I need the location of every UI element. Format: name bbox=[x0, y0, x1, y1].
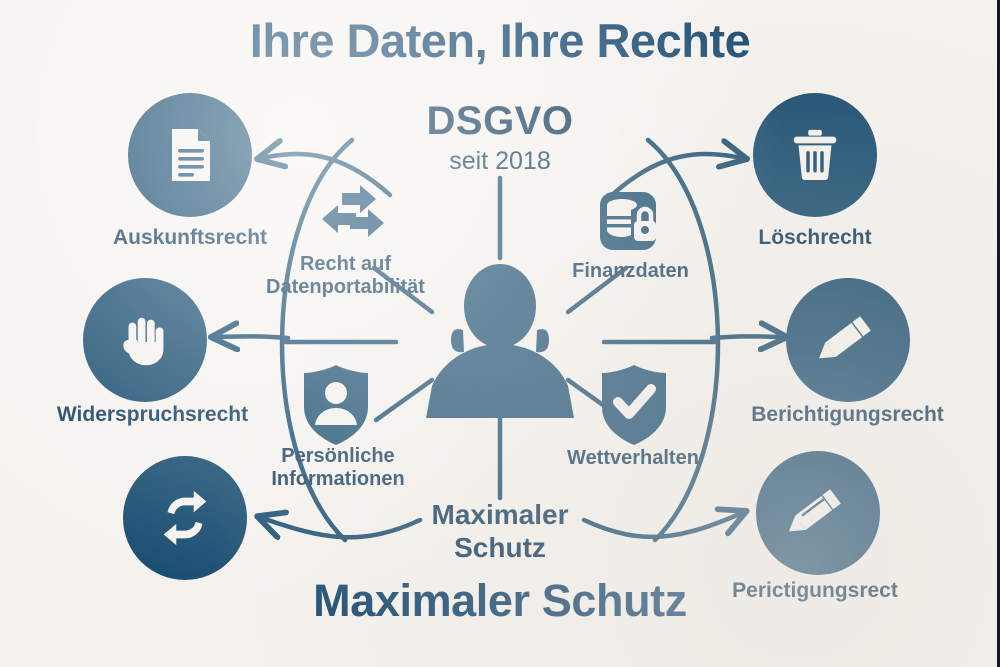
label-finanzdaten: Finanzdaten bbox=[572, 260, 689, 282]
label-berichtigungsrecht: Berichtigungsrecht bbox=[751, 403, 944, 426]
label-persoenliche-info: Persönliche Informationen bbox=[271, 445, 405, 490]
refresh-sync-icon bbox=[163, 490, 207, 546]
node-circle-loeschrecht[interactable] bbox=[753, 93, 877, 217]
database-lock-icon bbox=[600, 192, 656, 250]
shield-person-icon bbox=[304, 365, 368, 445]
document-icon bbox=[172, 129, 210, 181]
exchange-arrows-icon bbox=[322, 185, 384, 237]
node-circle-perictigungsrect[interactable] bbox=[756, 451, 880, 575]
center-heading: DSGVO bbox=[426, 99, 574, 143]
arrow-to-widerspruchsrecht bbox=[216, 336, 291, 338]
footer-title: Maximaler Schutz bbox=[313, 575, 687, 626]
arrow-to-berichtigungsrecht bbox=[709, 336, 782, 338]
center-subheading: seit 2018 bbox=[449, 147, 551, 175]
label-widerspruchsrecht: Widerspruchsrecht bbox=[56, 403, 249, 426]
pencil-icon bbox=[818, 316, 871, 359]
inner-caption: Maximaler Schutz bbox=[431, 499, 569, 564]
page-title: Ihre Daten, Ihre Rechte bbox=[249, 14, 751, 67]
trash-icon bbox=[793, 129, 837, 180]
node-circle-widerspruchsrecht[interactable] bbox=[83, 278, 207, 402]
node-circle-sync-node[interactable] bbox=[123, 456, 247, 580]
label-wettverhalten: Wettverhalten bbox=[567, 447, 699, 469]
pencil-icon bbox=[788, 489, 841, 532]
hand-stop-icon bbox=[123, 317, 164, 366]
label-datenportabilitaet: Recht auf Datenportabilität bbox=[266, 253, 425, 298]
label-auskunftsrecht: Auskunftsrecht bbox=[112, 226, 268, 249]
shield-check-icon bbox=[602, 365, 666, 445]
label-loeschrecht: Löschrecht bbox=[758, 226, 872, 249]
node-circle-auskunftsrecht[interactable] bbox=[128, 93, 252, 217]
node-circle-berichtigungsrecht[interactable] bbox=[786, 278, 910, 402]
